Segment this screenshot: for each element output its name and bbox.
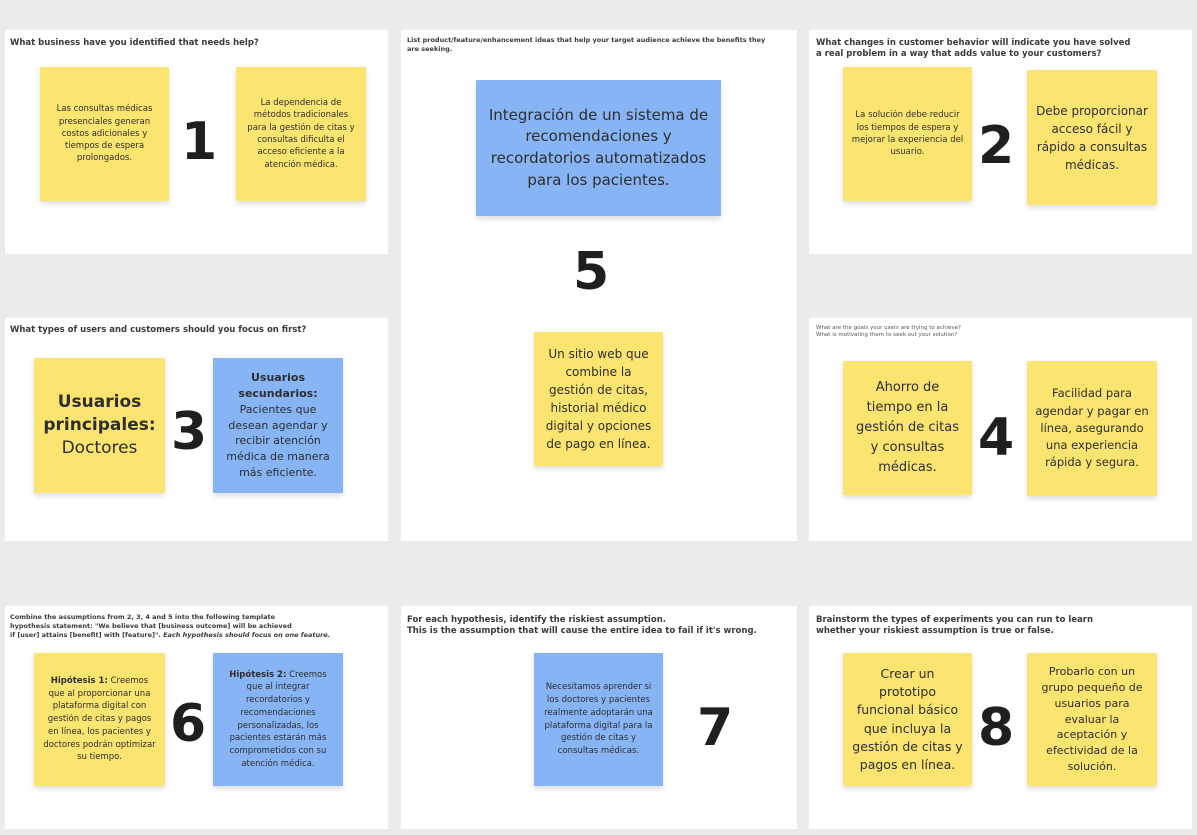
step-number: 6 <box>170 694 207 754</box>
question-line: What changes in customer behavior will i… <box>816 38 1131 48</box>
frame-target-users[interactable]: What types of users and customers should… <box>5 318 388 541</box>
sticky-text: La dependencia de métodos tradicionales … <box>247 98 355 170</box>
sticky-note[interactable]: Usuarios principales: Doctores <box>34 358 165 493</box>
frame-question: Brainstorm the types of experiments you … <box>816 615 1093 638</box>
sticky-note[interactable]: Necesitamos aprender si los doctores y p… <box>534 653 663 786</box>
sticky-text: Usuarios principales: Doctores <box>42 391 157 460</box>
sticky-text: Facilidad para agendar y pagar en línea,… <box>1035 386 1149 470</box>
sticky-note[interactable]: Un sitio web que combine la gestión de c… <box>534 332 663 466</box>
sticky-text: Debe proporcionar acceso fácil y rápido … <box>1036 103 1148 172</box>
sticky-rest-text: Doctores <box>61 437 138 458</box>
frame-question: List product/feature/enhancement ideas t… <box>407 36 766 53</box>
sticky-text: Hipótesis 2: Creemos que al integrar rec… <box>221 669 335 771</box>
frame-question: Combine the assumptions from 2, 3, 4 and… <box>10 613 330 639</box>
question-line: if [user] attains [benefit] with [featur… <box>10 631 330 640</box>
sticky-note[interactable]: Ahorro de tiempo en la gestión de citas … <box>843 361 972 495</box>
step-number: 8 <box>978 698 1015 758</box>
sticky-note[interactable]: Probarlo con un grupo pequeño de usuario… <box>1027 653 1157 786</box>
frame-business-problem[interactable]: What business have you identified that n… <box>5 30 388 254</box>
sticky-rest-text: Creemos que al integrar recordatorios y … <box>229 669 327 769</box>
sticky-text: Integración de un sistema de recomendaci… <box>488 105 709 189</box>
question-line: Brainstorm the types of experiments you … <box>816 615 1094 625</box>
sticky-note[interactable]: Hipótesis 2: Creemos que al integrar rec… <box>213 653 343 786</box>
sticky-bold-text: Hipótesis 1: <box>50 675 108 686</box>
question-line: Combine the assumptions from 2, 3, 4 and… <box>10 613 276 621</box>
question-text: if [user] attains [benefit] with [featur… <box>10 630 161 639</box>
sticky-note[interactable]: Integración de un sistema de recomendaci… <box>476 80 721 216</box>
question-line: hypothesis statement: "We believe that [… <box>10 621 292 630</box>
question-line: This is the assumption that will cause t… <box>407 626 757 637</box>
frame-question: What types of users and customers should… <box>10 325 307 335</box>
sticky-bold-text: Hipótesis 2: <box>229 669 287 680</box>
sticky-text: La solución debe reducir los tiempos de … <box>851 110 964 158</box>
sticky-note[interactable]: Usuarios secundarios: Pacientes que dese… <box>213 358 343 493</box>
step-number: 4 <box>978 408 1015 468</box>
sticky-note[interactable]: Hipótesis 1: Creemos que al proporcionar… <box>34 653 165 786</box>
step-number: 2 <box>978 116 1015 176</box>
sticky-bold-text: Usuarios principales: <box>43 392 156 436</box>
sticky-text: Las consultas médicas presenciales gener… <box>56 104 153 164</box>
sticky-note[interactable]: Facilidad para agendar y pagar en línea,… <box>1027 361 1157 496</box>
frame-hypothesis[interactable]: Combine the assumptions from 2, 3, 4 and… <box>5 606 388 829</box>
frame-question: What changes in customer behavior will i… <box>816 38 1130 61</box>
sticky-text: Usuarios secundarios: Pacientes que dese… <box>221 370 335 482</box>
sticky-text: Crear un prototipo funcional básico que … <box>852 666 963 772</box>
frame-user-goals[interactable]: What are the goals your users are trying… <box>809 318 1192 541</box>
step-number: 7 <box>697 698 734 758</box>
sticky-text: Hipótesis 1: Creemos que al proporcionar… <box>42 675 157 764</box>
sticky-text: Necesitamos aprender si los doctores y p… <box>544 682 653 756</box>
step-number: 5 <box>573 242 610 302</box>
frame-question: What are the goals your users are trying… <box>816 325 961 340</box>
sticky-note[interactable]: La solución debe reducir los tiempos de … <box>843 67 972 201</box>
frame-experiments[interactable]: Brainstorm the types of experiments you … <box>809 606 1192 829</box>
sticky-text: Un sitio web que combine la gestión de c… <box>545 347 652 451</box>
question-line: whether your riskiest assumption is true… <box>816 626 1054 637</box>
sticky-note[interactable]: Las consultas médicas presenciales gener… <box>40 67 169 201</box>
sticky-note[interactable]: Debe proporcionar acceso fácil y rápido … <box>1027 70 1157 205</box>
sticky-note[interactable]: Crear un prototipo funcional básico que … <box>843 653 972 786</box>
sticky-rest-text: Creemos que al proporcionar una platafor… <box>43 675 156 763</box>
frame-feature-ideas[interactable]: List product/feature/enhancement ideas t… <box>401 30 797 541</box>
frame-riskiest-assumption[interactable]: For each hypothesis, identify the riskie… <box>401 606 797 829</box>
sticky-text: Ahorro de tiempo en la gestión de citas … <box>855 379 960 476</box>
frame-question: For each hypothesis, identify the riskie… <box>407 615 757 638</box>
sticky-note[interactable]: La dependencia de métodos tradicionales … <box>236 67 366 201</box>
question-line: a real problem in a way that adds value … <box>816 49 1102 60</box>
sticky-text: Probarlo con un grupo pequeño de usuario… <box>1041 664 1143 774</box>
frame-customer-behavior[interactable]: What changes in customer behavior will i… <box>809 30 1192 254</box>
question-line: What are the goals your users are trying… <box>816 325 961 331</box>
question-line: For each hypothesis, identify the riskie… <box>407 615 666 625</box>
frame-question: What business have you identified that n… <box>10 38 259 48</box>
question-line: What is motivating them to seek out your… <box>816 332 958 339</box>
sticky-rest-text: Pacientes que desean agendar y recibir a… <box>226 402 330 480</box>
step-number: 1 <box>181 112 218 172</box>
question-italic-text: Each hypothesis should focus on one feat… <box>163 630 331 639</box>
sticky-bold-text: Usuarios secundarios: <box>238 370 318 400</box>
step-number: 3 <box>171 402 208 462</box>
